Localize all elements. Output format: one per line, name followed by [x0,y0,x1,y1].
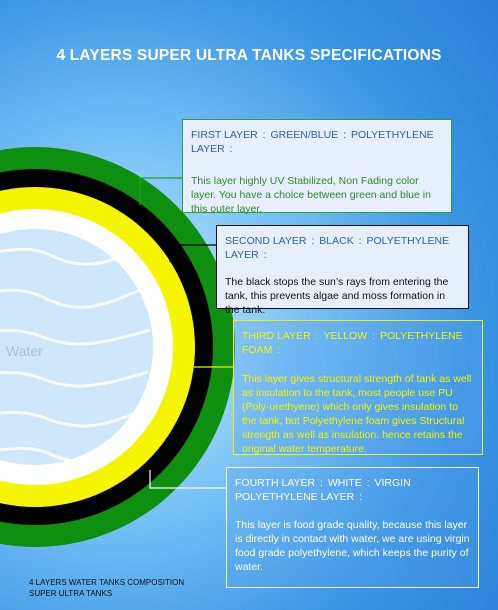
first-layer-color: GREEN/BLUE [270,129,339,141]
black-leader-line [169,244,216,262]
third-layer-description: This layer gives structural strength of … [242,373,472,455]
second-layer-name: SECOND LAYER [225,235,307,247]
footer-line-2: SUPER ULTRA TANKS [29,589,113,598]
page-title: 4 LAYERS SUPER ULTRA TANKS SPECIFICATION… [56,47,442,64]
fourth-layer-callout: FOURTH LAYER : WHITE : VIRGIN POLYETHYLE… [226,467,479,588]
first-layer-callout: FIRST LAYER : GREEN/BLUE : POLYETHYLENE … [182,119,452,215]
second-layer-description: The black stops the sun’s rays from ente… [225,276,449,316]
first-layer-description: This layer highly UV Stabilized, Non Fad… [191,175,431,215]
first-layer-header: FIRST LAYER : GREEN/BLUE : POLYETHYLENE … [191,129,434,155]
green-leader-line [139,177,182,205]
second-layer-color: BLACK [319,235,354,247]
third-layer-callout: THIRD LAYER : YELLOW : POLYETHYLENE FOAM… [233,320,483,455]
water-label: Water [6,343,43,359]
fourth-layer-description: This layer is food grade quality, becaus… [235,519,470,573]
third-layer-header: THIRD LAYER : YELLOW : POLYETHYLENE FOAM… [242,330,463,356]
water-ripples [0,247,151,464]
first-layer-name: FIRST LAYER [191,129,258,141]
footer-line-1: 4 LAYERS WATER TANKS COMPOSITION [29,578,185,587]
fourth-layer-header: FOURTH LAYER : WHITE : VIRGIN POLYETHYLE… [235,477,411,503]
third-layer-material: POLYETHYLENE FOAM [242,330,463,356]
third-layer-color: YELLOW [323,330,368,342]
second-layer-header: SECOND LAYER : BLACK : POLYETHYLENE LAYE… [225,235,450,261]
footer-caption: 4 LAYERS WATER TANKS COMPOSITION SUPER U… [29,577,184,599]
first-layer-material: POLYETHYLENE LAYER [191,129,434,155]
white-leader-line [149,470,226,489]
second-layer-callout: SECOND LAYER : BLACK : POLYETHYLENE LAYE… [216,225,469,316]
third-layer-name: THIRD LAYER [242,330,311,342]
fourth-layer-material: VIRGIN POLYETHYLENE LAYER [235,477,411,503]
water-core [0,229,153,465]
second-layer-material: POLYETHYLENE LAYER [225,235,450,261]
fourth-layer-color: WHITE [327,477,362,489]
fourth-layer-name: FOURTH LAYER [235,477,316,489]
